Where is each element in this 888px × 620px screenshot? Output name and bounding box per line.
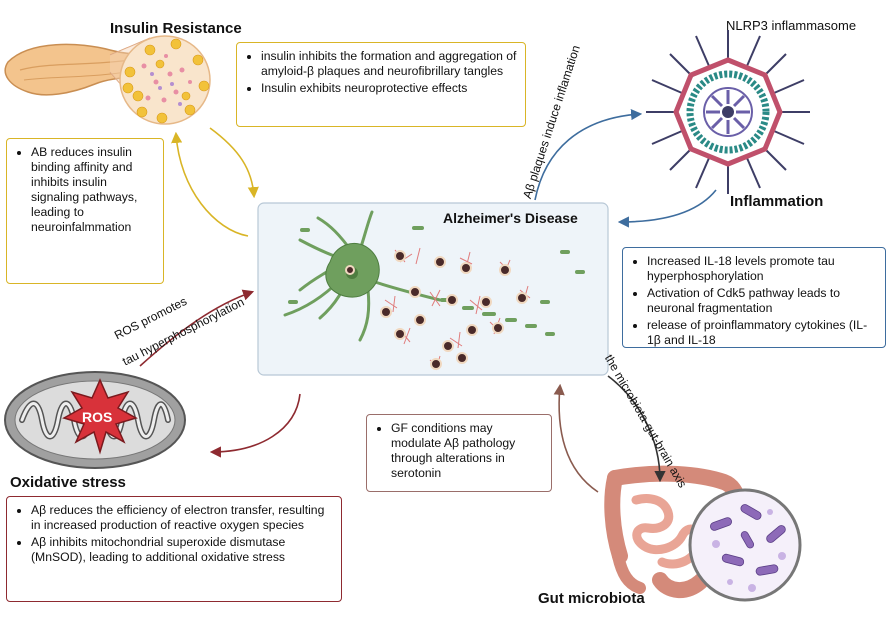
insulin-resistance-title: Insulin Resistance [110,20,242,37]
alzheimers-to-insulin-arrow [171,131,249,237]
inflammation-title: Inflammation [730,193,824,210]
mitochondrion-illustration [4,371,186,469]
microbiota-illustration [688,488,802,602]
insulin-to-alzheimers-arrow [209,127,259,199]
alzheimers-to-oxidative-arrow [209,393,301,458]
inflammation-effect-item: Increased IL-18 levels promote tau hyper… [647,254,877,284]
alzheimers-to-inflammation-arrow [534,109,643,201]
alzheimers-to-gut-arrow [607,375,666,483]
nlrp3-inflammasome-illustration [646,30,810,194]
oxidative-stress-box: Aβ reduces the efficiency of electron tr… [6,496,342,602]
amyloid-plaques-illustration [345,247,531,371]
insulin-binding-box: AB reduces insulin binding affinity and … [6,138,164,284]
insulin-binding-item: AB reduces insulin binding affinity and … [31,145,155,235]
insulin-effect-item: Insulin exhibits neuroprotective effects [261,81,517,96]
pancreatic-islet-illustration [119,35,211,125]
inflammation-effect-item: Activation of Cdk5 pathway leads to neur… [647,286,877,316]
inflammation-to-alzheimers-arrow [617,189,717,228]
oxidative-item: Aβ inhibits mitochondrial superoxide dis… [31,535,333,565]
nlrp3-label: NLRP3 inflammasome [726,18,857,33]
inflammation-effects-box: Increased IL-18 levels promote tau hyper… [622,247,886,348]
oxidative-item: Aβ reduces the efficiency of electron tr… [31,503,333,533]
center-panel [257,202,609,376]
alzheimers-disease-title: Alzheimer's Disease [443,210,578,226]
ros-to-alzheimers-arrow [139,289,255,367]
gut-box-item: GF conditions may modulate Aβ pathology … [391,421,543,481]
insulin-effects-box: insulin inhibits the formation and aggre… [236,42,526,127]
insulin-effect-item: insulin inhibits the formation and aggre… [261,49,517,79]
oxidative-stress-title: Oxidative stress [10,474,126,491]
ros-badge: ROS [82,409,113,425]
gut-serotonin-box: GF conditions may modulate Aβ pathology … [366,414,552,492]
inflammation-effect-item: release of proinflammatory cytokines (IL… [647,318,877,348]
gut-to-alzheimers-arrow [553,383,599,493]
gut-microbiota-title: Gut microbiota [538,590,645,607]
ros-burst-shape [62,378,138,455]
